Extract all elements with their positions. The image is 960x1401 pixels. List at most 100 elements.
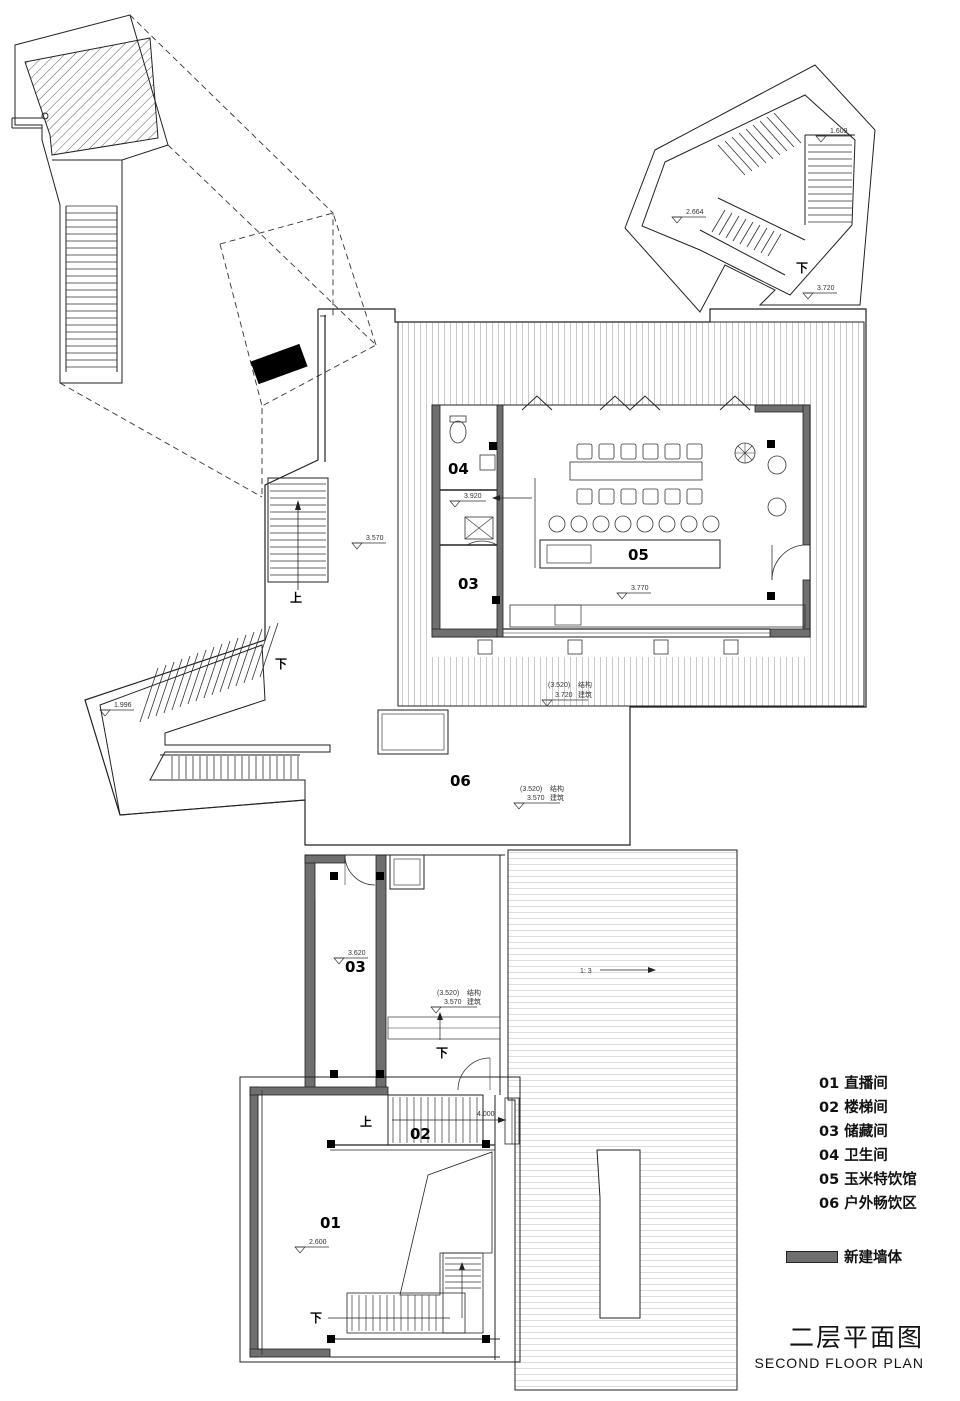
stair-tread — [759, 120, 788, 152]
elevation-1609: 1.609 — [830, 128, 848, 135]
stair-down-label-south: 下 — [436, 1046, 448, 1060]
elevation-3570: 3.570 — [366, 535, 384, 542]
chair — [686, 443, 703, 460]
stair-tread — [773, 112, 802, 144]
room-label-03-north: 03 — [458, 575, 479, 593]
stair-tread — [732, 218, 747, 242]
note-struct-c: 结构 — [467, 988, 481, 997]
chair — [576, 443, 593, 460]
note-struct-a: 结构 — [578, 680, 592, 689]
stair-tread — [187, 649, 207, 705]
elevation-3720-ne: 3.720 — [817, 285, 835, 292]
stair-tread — [711, 209, 726, 233]
northeast-stair — [624, 64, 876, 313]
planter-boxes — [477, 639, 739, 655]
northwest-stair — [11, 14, 169, 384]
stair-down-label-west: 下 — [275, 657, 287, 671]
chair — [642, 488, 659, 505]
stair-tread — [767, 233, 782, 257]
room-label-03-south: 03 — [345, 958, 366, 976]
new-wall-swatch — [786, 1250, 838, 1263]
drawing-title-block: 二层平面图 SECOND FLOOR PLAN — [755, 1318, 924, 1371]
northwest-stair-treads — [66, 205, 117, 368]
skylight-inner — [381, 713, 445, 751]
stair-tread — [147, 664, 167, 720]
stair-tread — [753, 227, 768, 251]
bar-stool — [592, 515, 610, 533]
stair-tread — [746, 224, 761, 248]
room-label-01: 01 — [320, 1214, 341, 1232]
bar-stool — [658, 515, 676, 533]
stair-tread — [163, 658, 183, 714]
legend-item: 02 楼梯间 — [819, 1100, 888, 1116]
chair — [664, 443, 681, 460]
room-label-04: 04 — [448, 460, 469, 478]
south-ramp-deck — [507, 849, 738, 1391]
stair-up-label-south: 上 — [360, 1114, 372, 1129]
stair-02-treads — [392, 1097, 478, 1143]
bottom-stair-treads — [351, 1257, 481, 1331]
stair-up-label-west: 上 — [290, 590, 302, 605]
stair-tread — [227, 634, 247, 690]
deck-arrow-head — [492, 495, 500, 501]
legend-item: 01 直播间 — [819, 1076, 888, 1092]
chair — [686, 488, 703, 505]
chair — [642, 443, 659, 460]
drawing-title-en: SECOND FLOOR PLAN — [754, 1355, 924, 1371]
legend-item: 05 玉米特饮馆 — [819, 1172, 917, 1188]
stair-tread — [251, 625, 271, 681]
northeast-stair-treads — [711, 112, 852, 257]
stair-tread — [259, 622, 279, 678]
up-arrow-head — [295, 500, 301, 510]
elevation-tags: 1.609 2.664 3.720 3.920 3.570 3.770 1.99… — [114, 128, 848, 1246]
chair — [598, 488, 615, 505]
elevation-3520-a: (3.520) — [548, 682, 570, 689]
elevation-3920: 3.920 — [464, 493, 482, 500]
stair-tread — [738, 132, 767, 164]
bar-stool — [702, 515, 720, 533]
stair-down-label-bottom: 下 — [310, 1311, 322, 1325]
roof-projection-lines — [59, 14, 377, 498]
elevation-triangles — [99, 135, 852, 1254]
stair-tread — [731, 136, 760, 168]
stair-tread — [219, 637, 239, 693]
chair — [576, 488, 593, 505]
skylight — [377, 709, 449, 755]
elevation-2600: 2.600 — [309, 1239, 327, 1246]
elevation-2664: 2.664 — [686, 209, 704, 216]
note-arch-c: 建筑 — [467, 997, 481, 1006]
new-wall-label: 新建墙体 — [844, 1250, 902, 1266]
elevation-3570-b: 3.570 — [527, 795, 545, 802]
stair-tread — [739, 221, 754, 245]
bar-stools — [548, 515, 720, 533]
room-label-06: 06 — [450, 772, 471, 790]
chair — [598, 443, 615, 460]
stair-tread — [760, 230, 775, 254]
stair-tread — [725, 215, 740, 239]
elevation-4000: 4.000 — [477, 1111, 495, 1118]
stair-tread — [203, 643, 223, 699]
chairs — [576, 443, 703, 505]
elevation-3720-a: 3.720 — [555, 692, 573, 699]
bar-stool — [570, 515, 588, 533]
black-panel — [250, 343, 308, 385]
room-label-05: 05 — [628, 546, 649, 564]
chair — [664, 488, 681, 505]
legend-item: 03 储藏间 — [819, 1124, 888, 1140]
bar-stool — [636, 515, 654, 533]
elevation-3520-b: (3.520) — [520, 786, 542, 793]
stair-tread — [155, 661, 175, 717]
west-stair-lower — [99, 644, 331, 816]
bar-stool — [614, 515, 632, 533]
chair — [620, 488, 637, 505]
ramp-arrow-head — [648, 967, 656, 973]
note-arch-b: 建筑 — [550, 793, 564, 802]
stair-down-label-northeast: 下 — [796, 261, 808, 275]
stair-tread — [724, 140, 753, 172]
chair — [620, 443, 637, 460]
elevation-3620: 3.620 — [348, 950, 366, 957]
stair-tread — [745, 128, 774, 160]
stair-tread — [766, 116, 795, 148]
